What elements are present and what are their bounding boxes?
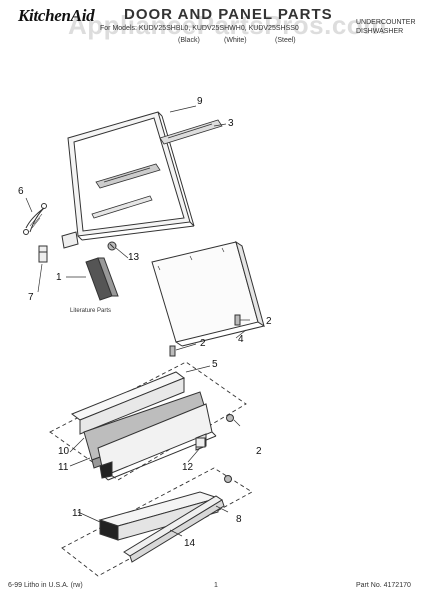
appliance-type: UNDERCOUNTER DISHWASHER	[356, 18, 416, 36]
appliance-type-line2: DISHWASHER	[356, 28, 404, 35]
callout-14: 14	[184, 538, 196, 549]
watermark: AppliancePartsPros.com	[68, 10, 387, 40]
clip-part	[38, 245, 48, 263]
page-title: DOOR AND PANEL PARTS	[124, 6, 333, 23]
screw-2-upper	[234, 314, 241, 326]
kick-plate-lower	[98, 491, 220, 541]
callout-6: 6	[18, 186, 24, 197]
leader-lines	[25, 105, 250, 537]
trim-strip	[123, 495, 225, 563]
callout-8: 8	[236, 514, 242, 525]
litho-text: 6-99 Litho in U.S.A. (rw)	[8, 582, 83, 589]
bracket-part	[91, 119, 223, 219]
callout-13: 13	[128, 252, 140, 263]
spring-part	[23, 203, 47, 235]
literature-booklet	[85, 257, 119, 301]
kick-panel-upper	[70, 371, 186, 435]
model-numbers: For Models: KUDV25SHBL0, KUDV25SHWH0, KU…	[100, 25, 299, 32]
callout-10: 10	[58, 446, 70, 457]
callout-2-panel: 2	[266, 316, 272, 327]
color-steel: (Steel)	[275, 37, 296, 44]
callout-2-lower: 2	[200, 338, 206, 349]
callout-2-side: 2	[256, 446, 262, 457]
literature-label: Literature Parts	[70, 308, 112, 314]
door-panel	[151, 240, 265, 347]
callout-11-upper: 11	[58, 462, 69, 473]
brand-logo: KitchenAid	[18, 6, 95, 25]
clip-12	[195, 437, 206, 448]
callout-7: 7	[28, 292, 34, 303]
page-number: 1	[214, 582, 218, 589]
callout-1: 1	[56, 272, 62, 283]
callout-3: 3	[228, 118, 234, 129]
color-black: (Black)	[178, 37, 200, 44]
part-number: Part No. 4172170	[356, 582, 411, 589]
screw-2-lower	[169, 345, 176, 357]
screw-13	[107, 241, 117, 251]
callout-11-lower: 11	[72, 508, 83, 519]
screw-2-side-b	[224, 475, 232, 483]
color-white: (White)	[224, 37, 247, 44]
callout-5: 5	[212, 359, 218, 370]
callout-4: 4	[238, 334, 244, 345]
callout-12: 12	[182, 462, 194, 473]
appliance-type-line1: UNDERCOUNTER	[356, 19, 416, 26]
screw-2-side-a	[226, 414, 234, 422]
callout-9: 9	[197, 96, 203, 107]
